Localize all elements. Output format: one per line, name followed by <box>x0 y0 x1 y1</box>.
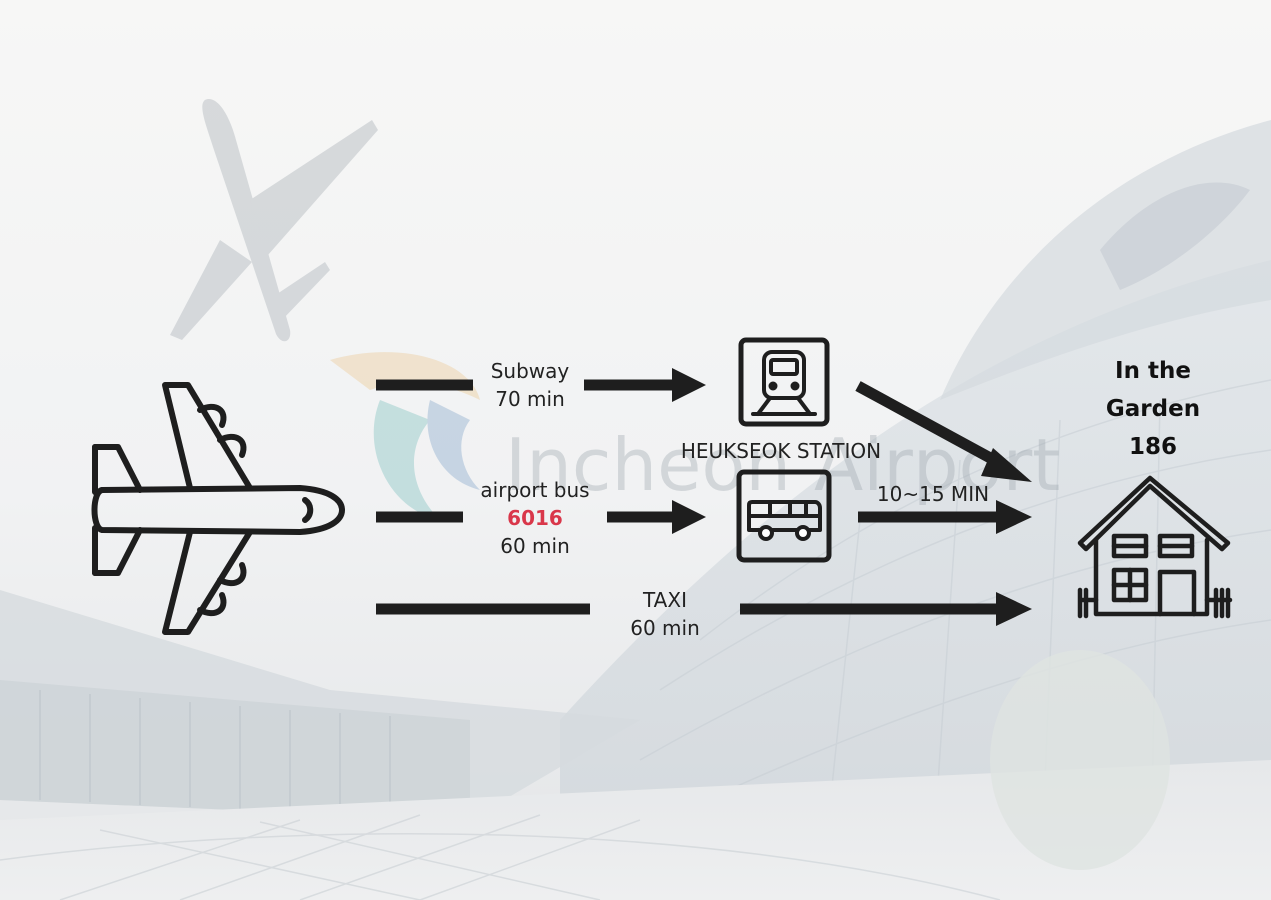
train-icon <box>738 337 830 427</box>
bus-icon <box>736 469 832 563</box>
bus-label: airport bus 6016 60 min <box>470 476 600 560</box>
transfer-arrowhead <box>996 500 1032 534</box>
subway-label: Subway 70 min <box>470 357 590 413</box>
station-to-home-arrowhead <box>981 448 1032 482</box>
subway-mode: Subway <box>490 359 570 383</box>
taxi-arrowhead <box>996 592 1032 626</box>
transfer-time-label: 10~15 MIN <box>876 482 990 506</box>
bus-mode: airport bus <box>480 478 590 502</box>
taxi-mode: TAXI <box>643 588 687 612</box>
bus-time: 60 min <box>500 534 570 558</box>
taxi-label: TAXI 60 min <box>605 586 725 642</box>
subway-time: 70 min <box>495 387 565 411</box>
route-arrows <box>376 368 1032 626</box>
destination-line1: In the <box>1115 358 1191 384</box>
taxi-time: 60 min <box>630 616 700 640</box>
destination-line3: 186 <box>1128 434 1177 460</box>
destination-line2: Garden <box>1105 396 1201 422</box>
station-label: HEUKSEOK STATION <box>680 439 882 463</box>
watermark-text: Incheon Airport <box>505 423 1060 507</box>
destination-title: In the Garden 186 <box>1088 352 1218 466</box>
station-to-home-arrow <box>855 381 1008 471</box>
airplane-icon <box>91 382 345 635</box>
subway-arrowhead <box>672 368 706 402</box>
bus-number: 6016 <box>507 506 563 530</box>
bus-arrowhead <box>672 500 706 534</box>
house-icon <box>1077 475 1233 619</box>
